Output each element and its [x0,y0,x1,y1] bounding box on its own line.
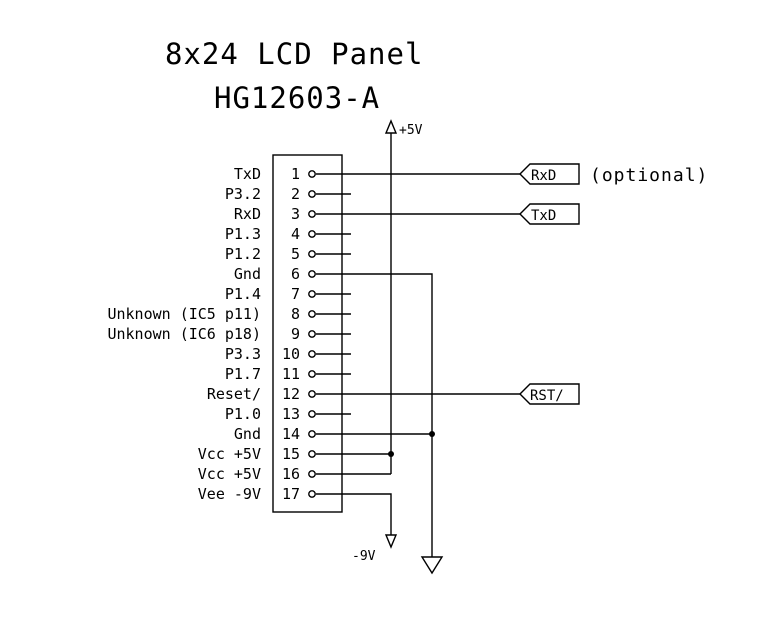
txd-flag-icon [519,203,580,225]
pin-number: 7 [291,285,300,303]
pin-name: P3.2 [225,185,261,203]
pin-name: Vcc +5V [198,445,261,463]
pin-number: 11 [282,365,300,383]
pin-terminal-icon [308,170,316,178]
pin-number: 10 [282,345,300,363]
pin-row: P1.7 11 [225,365,351,383]
pin-row: P1.4 7 [225,285,351,303]
diagram-subtitle: HG12603-A [214,81,380,115]
minus9v-label: -9V [352,549,376,564]
pin-terminal-icon [308,190,316,198]
rst-flag-label: RST/ [530,388,564,404]
plus5v-label: +5V [399,123,423,138]
pin-row: Vcc +5V 16 [198,465,316,483]
pin-number: 12 [282,385,300,403]
pin-name: Vee -9V [198,485,261,503]
rxd-flag-icon [519,163,580,185]
pin-terminal-icon [308,250,316,258]
pin-row: P3.2 2 [225,185,351,203]
pin-number: 13 [282,405,300,423]
pin-name: Reset/ [207,385,261,403]
pin-number: 3 [291,205,300,223]
pin-number: 1 [291,165,300,183]
pin-terminal-icon [308,390,316,398]
rst-flag-icon [519,383,580,405]
pin-number: 16 [282,465,300,483]
pin-row: Vee -9V 17 [198,485,316,503]
pin-row: P3.3 10 [225,345,351,363]
pin-terminal-icon [308,210,316,218]
minus9v-arrow-icon [384,534,398,549]
pin-name: P1.3 [225,225,261,243]
junction-dot [388,451,394,457]
pin-number: 2 [291,185,300,203]
pin-row: Unknown (IC6 p18) 9 [107,325,351,343]
pin-name: Unknown (IC5 p11) [107,305,261,323]
pin-row: Vcc +5V 15 [198,445,316,463]
pin-terminal-icon [308,310,316,318]
pin-row: Unknown (IC5 p11) 8 [107,305,351,323]
pin-name: Unknown (IC6 p18) [107,325,261,343]
diagram-title: 8x24 LCD Panel [165,37,423,71]
pin-row: Gnd 6 [234,265,316,283]
pin-number: 4 [291,225,300,243]
pin-terminal-icon [308,430,316,438]
pin-terminal-icon [308,290,316,298]
pin-number: 8 [291,305,300,323]
pin-row: RxD 3 [234,205,316,223]
rxd-flag-label: RxD [531,168,556,184]
pin-terminal-icon [308,470,316,478]
pin-name: P1.2 [225,245,261,263]
pin-number: 15 [282,445,300,463]
pin-name: Gnd [234,265,261,283]
pin6-to-ground-wire [316,273,433,557]
pin-row: Gnd 14 [234,425,316,443]
pin-number: 6 [291,265,300,283]
pin-name: P1.4 [225,285,261,303]
pin-number: 5 [291,245,300,263]
pin17-to-minus9v-wire [316,493,392,535]
pin-name: Gnd [234,425,261,443]
pin-row: Reset/12 [207,385,316,403]
pin-name: Vcc +5V [198,465,261,483]
ground-icon [420,556,444,575]
pin-terminal-icon [308,330,316,338]
pin-row: P1.2 5 [225,245,351,263]
pin-name: P1.0 [225,405,261,423]
pin-number: 14 [282,425,300,443]
pin-terminal-icon [308,450,316,458]
optional-note: (optional) [590,165,708,186]
pin-terminal-icon [308,230,316,238]
pin-name: P3.3 [225,345,261,363]
pin-name: P1.7 [225,365,261,383]
pin-name: RxD [234,205,261,223]
pin-row: TxD 1 [234,165,316,183]
pin-terminal-icon [308,410,316,418]
pin-number: 17 [282,485,300,503]
pin-row: P1.3 4 [225,225,351,243]
junction-dot [429,431,435,437]
pin-terminal-icon [308,490,316,498]
pin-terminal-icon [308,370,316,378]
plus5v-arrow-icon [384,119,398,134]
pin-row: P1.0 13 [225,405,351,423]
pin-terminal-icon [308,270,316,278]
txd-flag-label: TxD [531,208,556,224]
pin-terminal-icon [308,350,316,358]
pin-number: 9 [291,325,300,343]
pin-name: TxD [234,165,261,183]
